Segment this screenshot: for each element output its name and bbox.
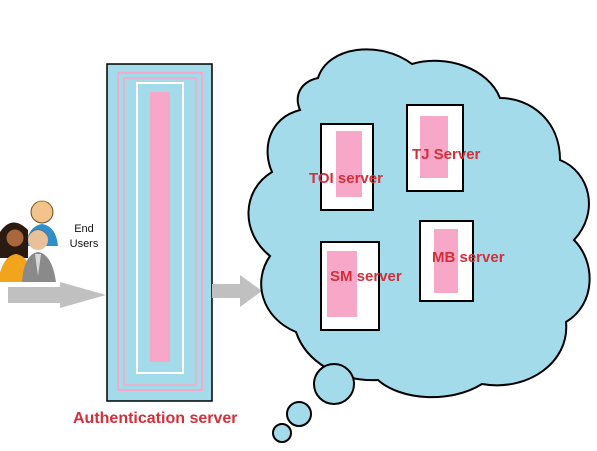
server-box-sm [320,241,380,331]
arrow-to-auth-server [8,282,106,308]
end-users-label: End Users [69,223,99,250]
mb-server-label: MB server [432,249,505,266]
tj-server-label: TJ Server [412,146,481,163]
server-box-toi [320,123,374,211]
sm-server-label: SM server [330,268,402,285]
end-users-icon [0,200,58,282]
auth-server-box [106,63,213,402]
auth-server-label: Authentication server [73,410,238,427]
server-box-mb [419,220,474,302]
toi-server-label: TOI server [309,170,383,187]
server-box-tj [406,104,464,192]
arrow-to-cloud [212,275,262,307]
